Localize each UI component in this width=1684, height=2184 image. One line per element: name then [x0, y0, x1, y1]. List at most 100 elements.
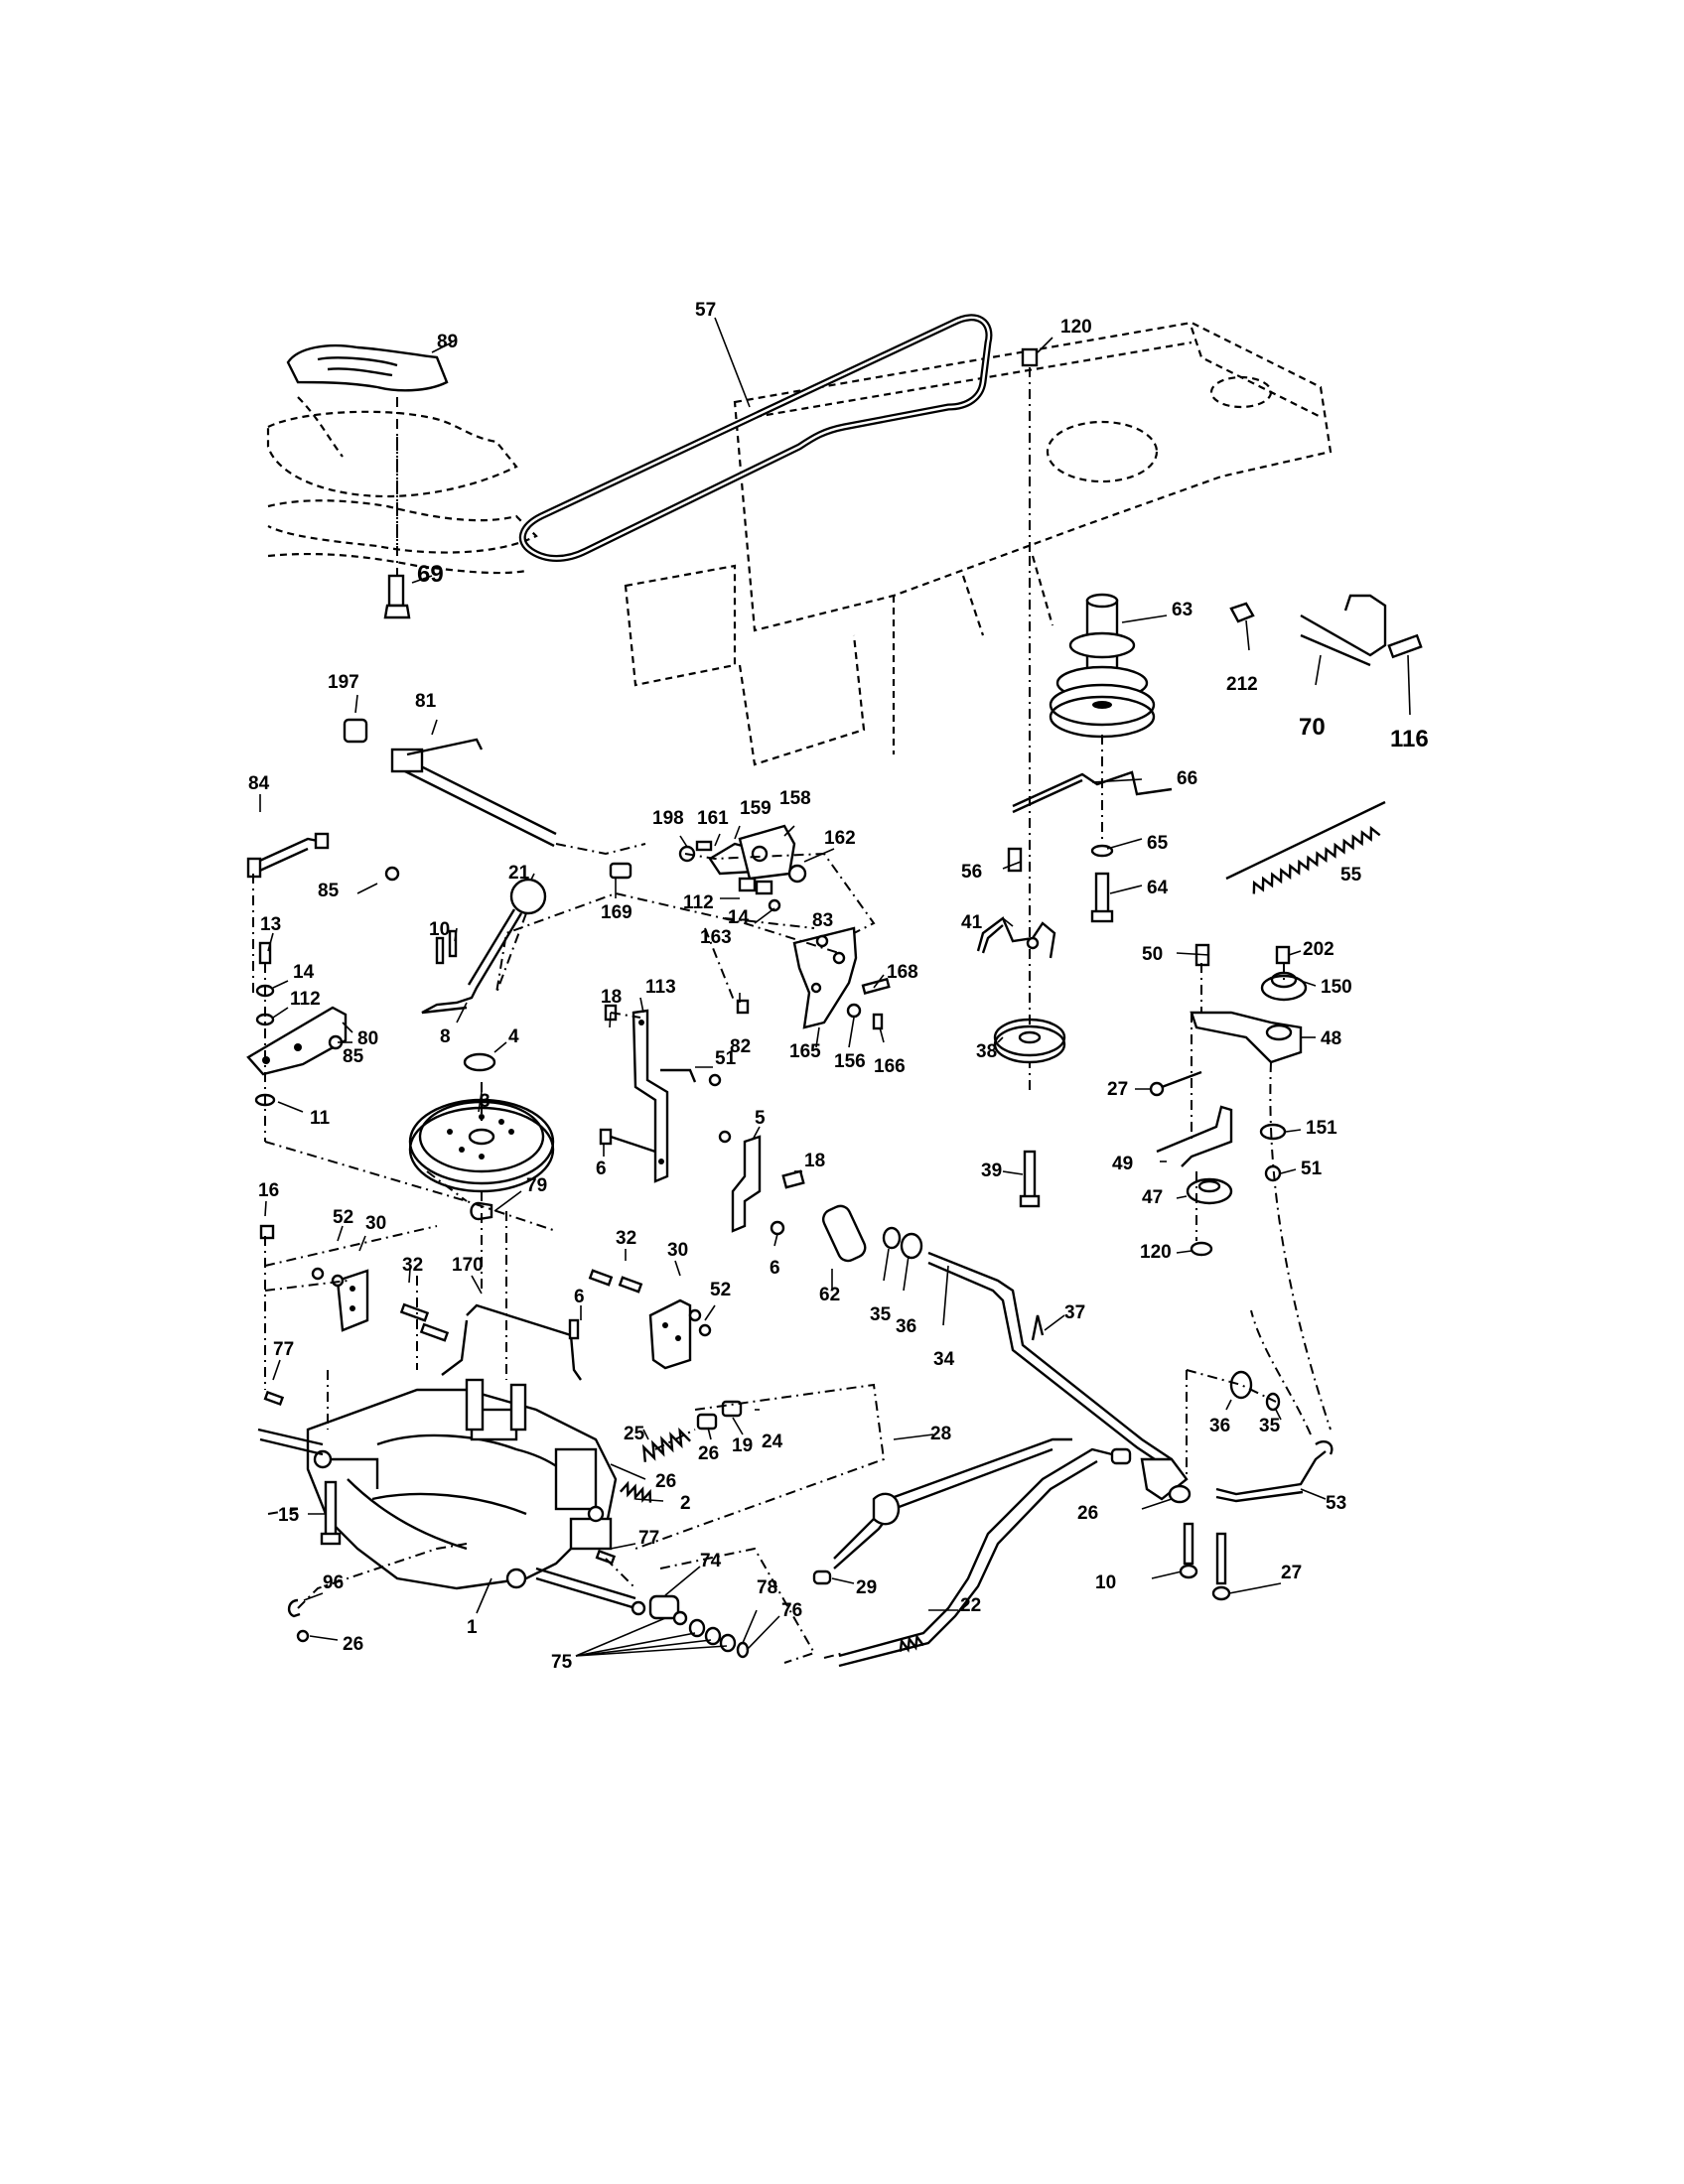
part-number-label: 84	[248, 773, 270, 794]
bolt	[320, 1480, 342, 1546]
part-number-label: 150	[1321, 977, 1352, 998]
washer	[846, 1003, 862, 1019]
part-number-label: 21	[508, 863, 530, 884]
bracket	[599, 1004, 722, 1183]
part-number-label: 26	[343, 1634, 363, 1655]
part-number-label: 26	[1077, 1503, 1098, 1524]
part-number-label: 69	[417, 561, 444, 588]
part-number-label: 70	[1299, 714, 1326, 741]
part-number-label: 65	[1147, 833, 1169, 854]
part-number-label: 77	[273, 1339, 294, 1360]
part-number-label: 170	[452, 1255, 484, 1276]
part-number-label: 81	[415, 691, 437, 712]
part-number-label: 120	[1060, 317, 1092, 338]
part-number-label: 13	[260, 914, 281, 935]
shift-shaft	[390, 738, 557, 848]
part-number-label: 15	[278, 1505, 300, 1526]
part-number-label: 30	[365, 1213, 386, 1234]
part-number-label: 34	[933, 1349, 955, 1370]
part-number-label: 19	[732, 1435, 753, 1456]
part-number-label: 63	[1172, 600, 1193, 620]
part-number-label: 159	[740, 798, 772, 819]
part-number-label: 162	[824, 828, 856, 849]
chassis-frame	[624, 321, 1333, 766]
bolt	[1387, 633, 1423, 659]
idler-pulley	[1186, 1177, 1233, 1205]
part-number-label: 96	[323, 1572, 344, 1593]
part-number-label: 168	[887, 962, 918, 983]
part-number-label: 39	[981, 1160, 1002, 1181]
transaxle	[257, 1378, 636, 1610]
part-number-label: 156	[834, 1051, 866, 1072]
part-number-label: 3	[480, 1091, 491, 1112]
eye-bolt	[1179, 1522, 1198, 1579]
part-number-label: 29	[856, 1577, 877, 1598]
part-number-label: 116	[1390, 726, 1429, 752]
part-number-label: 198	[652, 808, 684, 829]
part-number-label: 51	[715, 1048, 737, 1069]
part-number-label: 2	[680, 1493, 691, 1514]
part-number-label: 4	[508, 1026, 519, 1047]
part-number-label: 85	[318, 881, 340, 901]
part-number-label: 6	[574, 1287, 585, 1307]
part-number-label: 49	[1112, 1154, 1133, 1174]
bushing	[696, 1400, 743, 1431]
part-number-label: 48	[1321, 1028, 1341, 1049]
bolt	[609, 862, 632, 880]
part-number-label: 37	[1064, 1302, 1085, 1323]
nut	[1021, 347, 1039, 556]
part-number-label: 75	[551, 1652, 573, 1673]
nut	[1229, 602, 1255, 623]
part-number-label: 6	[770, 1258, 780, 1279]
part-number-label: 22	[960, 1595, 981, 1616]
part-number-label: 6	[596, 1159, 607, 1179]
part-number-label: 18	[804, 1151, 825, 1171]
nut	[736, 999, 750, 1015]
part-number-label: 41	[961, 912, 983, 933]
spring	[619, 1480, 652, 1503]
part-number-label: 80	[357, 1028, 378, 1049]
part-number-label: 47	[1142, 1187, 1163, 1208]
part-number-label: 14	[293, 962, 315, 983]
part-number-label: 202	[1303, 939, 1334, 960]
part-number-label: 1	[467, 1617, 478, 1638]
lift-rod	[833, 1437, 1072, 1570]
mount-plate	[311, 1267, 450, 1342]
hairpin	[287, 1598, 310, 1643]
part-number-label: 52	[333, 1207, 353, 1228]
part-number-label: 212	[1226, 674, 1258, 695]
part-number-label: 76	[781, 1600, 802, 1621]
mount-bracket	[792, 926, 858, 1029]
pulley	[1029, 556, 1156, 1092]
part-number-label: 32	[616, 1228, 636, 1249]
bolt	[1090, 872, 1114, 923]
shift-lever	[421, 908, 523, 1015]
part-number-label: 166	[874, 1056, 906, 1077]
part-number-label: 18	[601, 987, 622, 1008]
part-number-label: 10	[429, 919, 450, 940]
part-number-label: 14	[728, 907, 750, 928]
bolt	[872, 1013, 884, 1030]
part-number-label: 64	[1147, 878, 1169, 898]
brake-rod	[1300, 594, 1387, 667]
part-number-label: 55	[1340, 865, 1362, 886]
part-number-label: 35	[1259, 1416, 1281, 1436]
part-number-label: 165	[789, 1041, 821, 1062]
part-number-label: 36	[1209, 1416, 1230, 1436]
bushing	[343, 718, 368, 744]
axle-bushing	[631, 1594, 750, 1659]
part-number-label: 10	[1095, 1572, 1116, 1593]
part-number-label: 62	[819, 1285, 840, 1305]
part-number-label: 151	[1306, 1118, 1337, 1139]
part-number-label: 158	[779, 788, 811, 809]
nut	[384, 866, 400, 882]
part-number-label: 161	[697, 808, 729, 829]
part-number-label: 32	[402, 1255, 423, 1276]
part-number-label: 16	[258, 1180, 279, 1201]
nut	[259, 1224, 275, 1240]
part-number-label: 36	[896, 1316, 916, 1337]
part-number-label: 57	[695, 300, 716, 321]
part-number-label: 35	[870, 1304, 892, 1325]
part-number-label: 163	[700, 927, 732, 948]
